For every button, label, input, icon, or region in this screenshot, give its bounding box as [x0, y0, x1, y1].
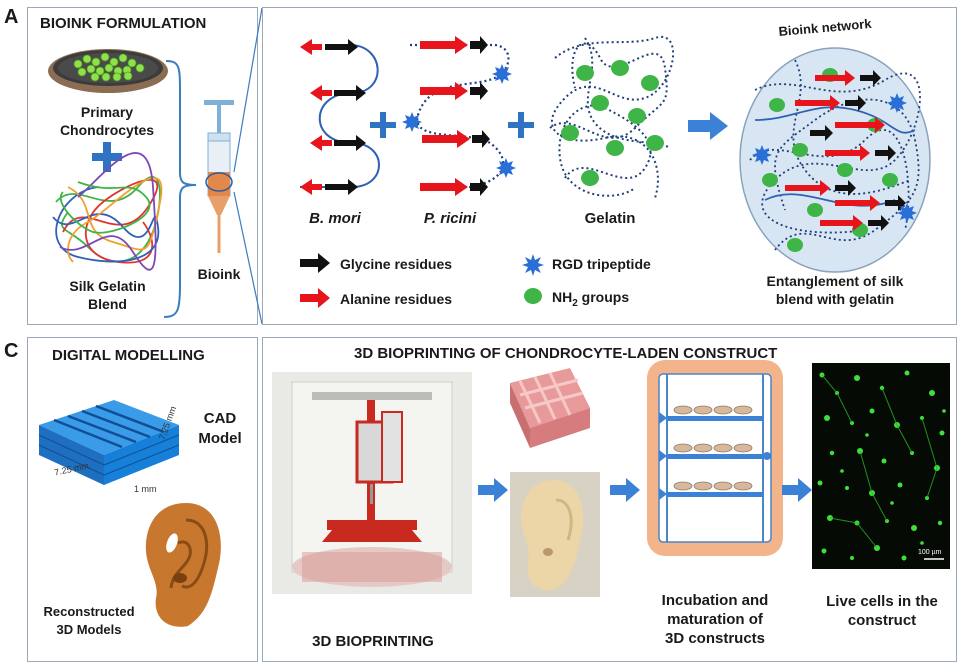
nh2-dot-icon	[524, 288, 542, 304]
chondrocytes-label: Chondrocytes	[59, 122, 155, 138]
arrow-right-icon-2	[478, 478, 508, 502]
plus-icon-1	[370, 112, 396, 138]
bioprinter-photo	[272, 372, 472, 594]
cell-dish-graphic	[48, 49, 168, 93]
arrow-right-icon-3	[610, 478, 640, 502]
pricini-label: P. ricini	[423, 210, 477, 227]
incubation-label-2: maturation of	[667, 611, 763, 628]
incubator-graphic	[647, 360, 783, 556]
cad-model-graphic	[38, 400, 180, 485]
reconstructed-label: Reconstructed	[43, 604, 135, 619]
glycine-arrow-icon	[300, 253, 330, 273]
blend-label: Blend	[88, 296, 127, 312]
panel-a-title: BIOINK FORMULATION	[40, 15, 207, 32]
glycine-legend-label: Glycine residues	[340, 256, 453, 272]
rgd-legend-label: RGD tripeptide	[552, 256, 651, 272]
dim-label-3: 1 mm	[134, 484, 157, 494]
syringe-graphic	[204, 100, 234, 253]
3d-models-label: 3D Models	[56, 622, 122, 637]
gelatin-label: Gelatin	[584, 210, 636, 227]
silk-gelatin-label: Silk Gelatin	[69, 278, 146, 294]
incubation-label-1: Incubation and	[661, 592, 769, 609]
arrow-right-icon	[688, 112, 728, 140]
panel-c	[27, 337, 258, 662]
pricini-strand	[402, 36, 516, 196]
panel-d-title: 3D BIOPRINTING OF CHONDROCYTE-LADEN CONS…	[354, 345, 778, 362]
bmori-residues	[300, 39, 366, 195]
plus-icon	[92, 142, 122, 172]
gelatin-network	[549, 35, 675, 199]
live-cells-label-1: Live cells in the	[826, 593, 938, 610]
cad-label-1: CAD	[203, 410, 237, 427]
nh2-sub: 2	[572, 297, 578, 309]
live-cells-label-2: construct	[847, 612, 917, 629]
nh2-prefix: NH	[552, 289, 573, 305]
panel-a-letter: A	[4, 6, 19, 28]
cad-label-2: Model	[198, 430, 242, 447]
entanglement-label-2: blend with gelatin	[775, 291, 895, 307]
bracket-connector	[163, 60, 197, 318]
ear-model-graphic	[145, 503, 221, 627]
bmori-strand	[300, 39, 380, 195]
bioink-network-circle	[739, 47, 931, 273]
rgd-star-icon	[522, 254, 544, 276]
panel-c-letter: C	[4, 340, 19, 362]
entanglement-label-1: Entanglement of silk	[766, 273, 904, 289]
nh2-suffix: groups	[577, 289, 630, 305]
plus-icon-2	[508, 112, 534, 138]
bioink-label: Bioink	[197, 266, 241, 282]
printed-ear-construct	[510, 472, 600, 597]
printed-grid-construct	[510, 368, 590, 448]
bmori-label: B. mori	[309, 210, 361, 227]
nh2-legend-label: NH2 groups	[552, 289, 629, 310]
primary-label: Primary	[80, 104, 134, 120]
alanine-arrow-icon	[300, 288, 330, 308]
bioprinting-label: 3D BIOPRINTING	[312, 633, 434, 650]
panel-c-title: DIGITAL MODELLING	[52, 347, 205, 364]
arrow-right-icon-4	[782, 478, 812, 502]
live-cells-micrograph	[812, 363, 950, 569]
silk-gelatin-mesh	[52, 152, 163, 271]
scale-bar-label: 100 µm	[918, 549, 942, 556]
incubation-label-3: 3D constructs	[664, 630, 766, 647]
alanine-legend-label: Alanine residues	[340, 291, 453, 307]
